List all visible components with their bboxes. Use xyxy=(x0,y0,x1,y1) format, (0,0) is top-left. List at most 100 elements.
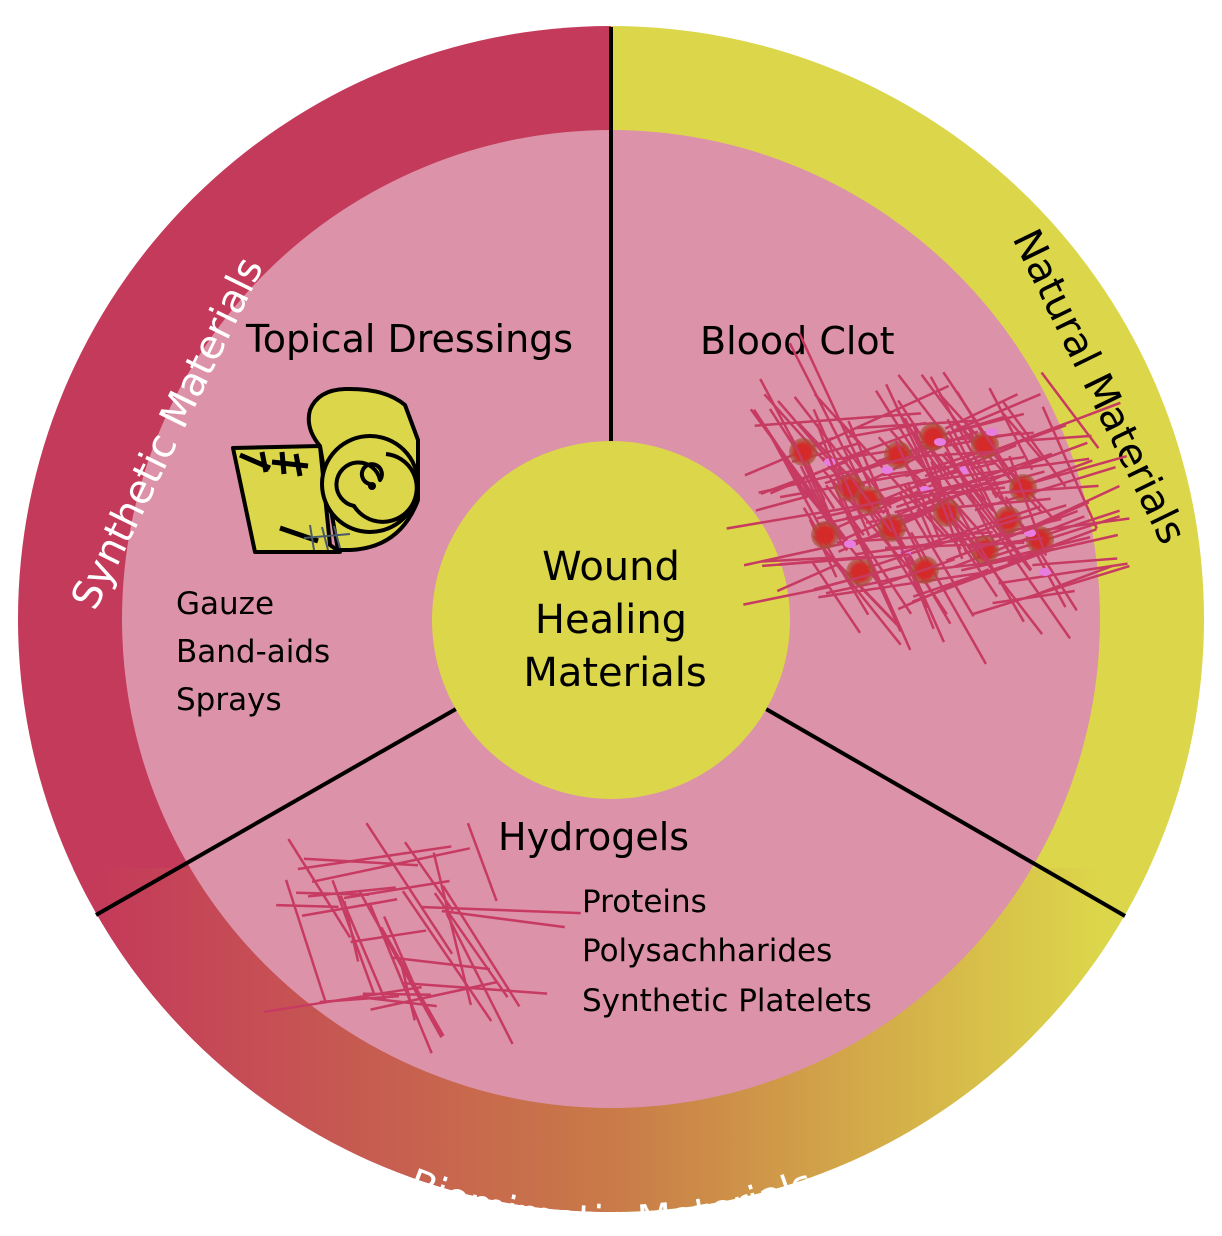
fiber xyxy=(799,465,833,527)
fiber xyxy=(755,493,815,512)
polymer-network-icon xyxy=(263,822,581,1054)
fiber xyxy=(898,491,975,617)
fiber xyxy=(939,480,1011,491)
fiber xyxy=(761,556,835,563)
section-dividers xyxy=(95,27,1126,918)
fiber xyxy=(992,484,1099,495)
fiber xyxy=(1041,406,1098,530)
fiber xyxy=(1029,441,1088,466)
fiber xyxy=(947,430,987,502)
fiber xyxy=(968,536,1043,549)
fiber xyxy=(776,562,840,593)
fiber xyxy=(819,384,950,446)
divider-bottom-left xyxy=(95,707,457,917)
fiber xyxy=(851,472,1013,510)
fiber xyxy=(287,838,352,939)
hydrogels-heading: Hydrogels xyxy=(498,815,689,859)
center-title-line-3: Materials xyxy=(523,650,706,696)
divider-bottom-right xyxy=(765,707,1126,918)
fiber xyxy=(906,450,999,459)
fiber xyxy=(789,435,834,525)
fiber xyxy=(878,557,956,587)
fiber xyxy=(350,929,427,944)
fiber xyxy=(953,532,998,598)
hydrogel-item: Polysachharides xyxy=(582,933,832,969)
fiber xyxy=(945,509,1079,562)
fiber xyxy=(311,847,471,884)
fiber xyxy=(944,393,1019,430)
fiber xyxy=(992,589,1075,605)
topical-item: Sprays xyxy=(176,682,282,718)
fiber xyxy=(370,980,498,1011)
fiber xyxy=(788,342,862,483)
fiber xyxy=(988,387,1034,471)
fiber xyxy=(441,909,565,929)
platelet xyxy=(881,466,893,474)
topical-item: Gauze xyxy=(176,586,274,622)
fiber xyxy=(812,408,871,537)
fiber xyxy=(432,852,473,1006)
fiber xyxy=(744,436,834,477)
fiber xyxy=(368,902,433,1054)
fiber xyxy=(284,879,328,1004)
fiber xyxy=(813,393,858,441)
fiber xyxy=(944,451,1033,571)
fiber xyxy=(1001,400,1067,488)
fiber xyxy=(1040,553,1078,612)
fiber xyxy=(726,504,862,530)
fiber xyxy=(297,845,452,871)
platelet xyxy=(934,438,946,446)
fiber xyxy=(296,891,369,896)
fiber xyxy=(1001,412,1043,460)
fiber xyxy=(1007,528,1097,564)
center-title-line-1: Wound xyxy=(542,544,680,590)
fiber xyxy=(466,822,498,902)
fiber xyxy=(942,371,1016,480)
fiber xyxy=(441,885,521,1008)
red-blood-cell xyxy=(919,423,947,451)
center-circle xyxy=(432,441,790,799)
fiber xyxy=(762,553,911,568)
fiber xyxy=(911,423,964,560)
fiber xyxy=(843,429,920,460)
fiber xyxy=(1024,434,1092,442)
topical-dressings-heading: Topical Dressings xyxy=(245,317,573,361)
fiber xyxy=(812,535,902,646)
fiber xyxy=(401,890,493,1022)
fiber xyxy=(263,985,422,1014)
fiber xyxy=(825,484,865,536)
fiber xyxy=(846,472,893,533)
fiber xyxy=(841,497,912,651)
red-blood-cell xyxy=(846,558,874,586)
platelet xyxy=(844,540,856,548)
fiber xyxy=(930,460,968,554)
fiber xyxy=(998,562,1128,585)
bandage-roll-icon xyxy=(231,386,420,554)
fiber xyxy=(1008,455,1048,557)
fiber xyxy=(816,423,845,495)
fiber xyxy=(399,960,416,1021)
fiber xyxy=(343,879,450,900)
fiber xyxy=(445,912,514,1045)
fiber xyxy=(420,905,581,915)
fiber xyxy=(276,903,339,909)
fibrin-mesh-with-cells-icon xyxy=(726,333,1130,665)
fiber xyxy=(885,383,943,504)
red-blood-cell xyxy=(1009,474,1037,502)
fiber xyxy=(813,561,915,591)
fiber xyxy=(380,926,445,1037)
topical-item: Band-aids xyxy=(176,634,330,670)
fiber xyxy=(991,504,1067,529)
fiber xyxy=(912,549,1050,598)
fiber xyxy=(301,898,398,917)
fiber xyxy=(955,506,1025,623)
fiber xyxy=(948,513,1044,635)
fiber xyxy=(897,374,970,466)
fiber xyxy=(910,531,987,665)
fiber xyxy=(343,901,360,962)
fiber xyxy=(758,455,914,494)
hydrogel-item: Proteins xyxy=(582,884,707,920)
fiber xyxy=(811,561,862,634)
center-title-line-2: Healing xyxy=(535,597,687,643)
